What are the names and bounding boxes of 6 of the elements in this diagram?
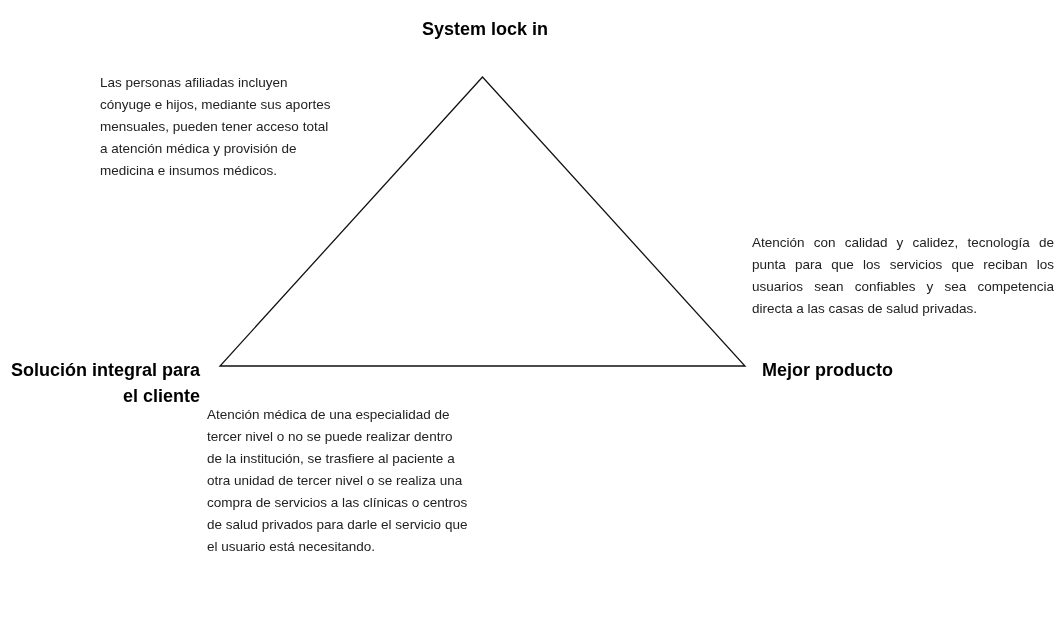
vertex-title: System lock in bbox=[385, 16, 585, 42]
vertex-title: Mejor producto bbox=[762, 357, 952, 383]
description-text: Atención con calidad y calidez, tecnología de punta para que los servicios que reciban los usuarios sean confiables y sea competencia directa a las casas de salud privadas. bbox=[752, 234, 1054, 318]
vertex-title: Solución integral para el cliente bbox=[5, 357, 200, 409]
description-text: Atención médica de una especialidad de tercer nivel o no se puede realizar dentro de la institución, se trasfiere al paciente a otra unidad de tercer nivel o se realiza una compra de servicios a las clínicas o centros de salud privados para darle el servicio que el usuario está necesitando. bbox=[207, 406, 469, 556]
description-text: Las personas afiliadas incluyen cónyuge e hijos, mediante sus aportes mensuales, pueden tener acceso total a atención médica y provisión de medicina e insumos médicos. bbox=[100, 74, 332, 180]
